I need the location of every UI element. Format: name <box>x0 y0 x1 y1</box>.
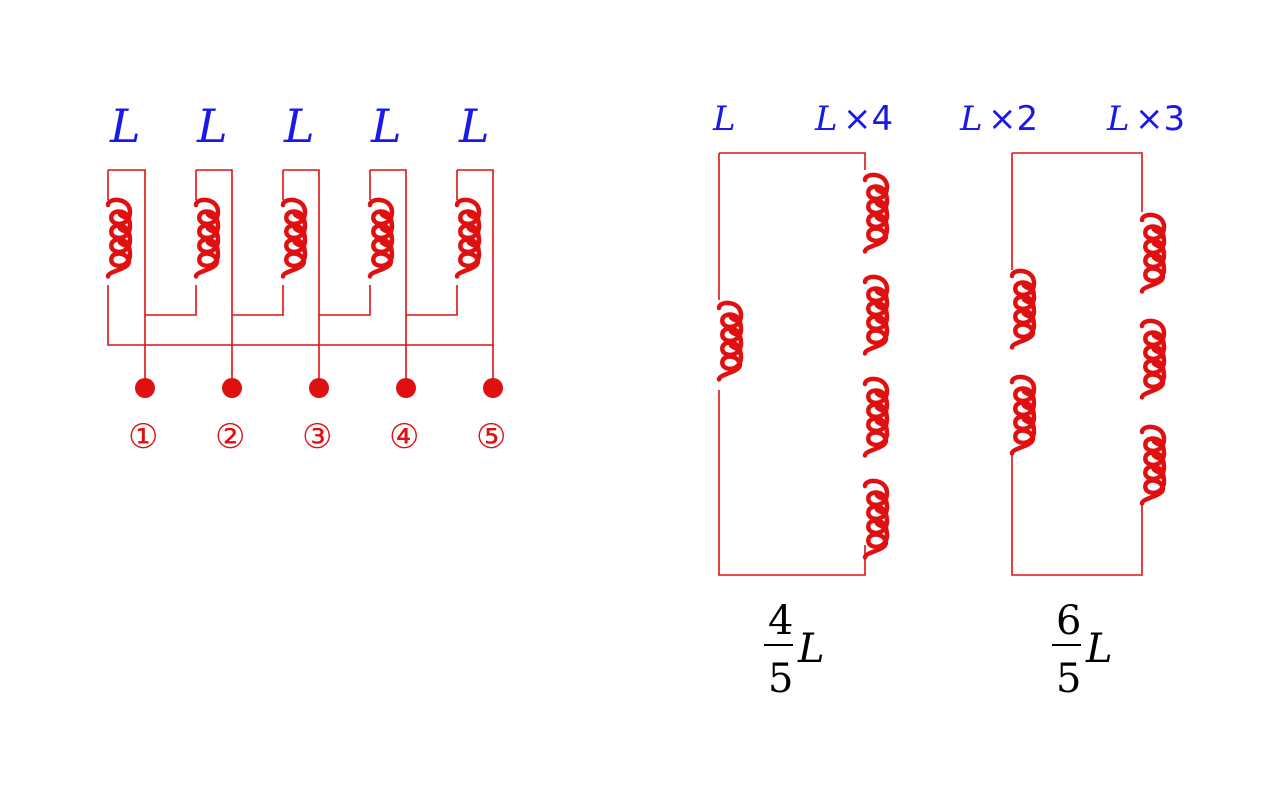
terminal-label-2: ② <box>215 417 245 457</box>
terminal-dot-4[interactable] <box>396 378 416 398</box>
parallel-circuit-a: L L ×4 4 5 L <box>712 99 893 702</box>
terminal-dot-5[interactable] <box>483 378 503 398</box>
circuit-b-branch1-var: L <box>959 99 983 139</box>
five-inductor-network: L L L L L ① ② ③ ④ ⑤ <box>105 99 506 457</box>
terminal-label-3: ③ <box>302 417 332 457</box>
circuit-a-result-numerator: 4 <box>768 598 793 644</box>
circuit-a-coil-4l-2 <box>862 274 890 356</box>
circuit-a-branch2-mult: ×4 <box>843 99 893 139</box>
circuit-a-result-denominator: 5 <box>768 656 793 702</box>
circuit-a-coil-4l-4 <box>862 478 890 560</box>
inductor-coil-5 <box>454 197 482 279</box>
inductor-coil-2 <box>193 197 221 279</box>
circuit-b-branch2-var: L <box>1106 99 1130 139</box>
circuit-b-coil-3l-2 <box>1139 318 1167 400</box>
circuit-b-wiring <box>1011 152 1143 576</box>
inductor-label-1: L <box>109 99 141 153</box>
circuit-a-result-symbol: L <box>797 626 825 672</box>
circuit-b-result-denominator: 5 <box>1056 656 1081 702</box>
terminal-dot-3[interactable] <box>309 378 329 398</box>
circuit-b-result-numerator: 6 <box>1056 598 1081 644</box>
circuit-b-result-symbol: L <box>1085 626 1113 672</box>
terminal-label-4: ④ <box>389 417 419 457</box>
circuit-a-coil-4l-3 <box>862 376 890 458</box>
left-wiring <box>107 169 494 388</box>
circuit-b-coil-2l-1 <box>1009 268 1037 350</box>
terminal-label-1: ① <box>128 417 158 457</box>
inductor-label-3: L <box>283 99 315 153</box>
inductor-label-5: L <box>458 99 490 153</box>
circuit-b-branch2-mult: ×3 <box>1135 99 1185 139</box>
circuit-b-coil-3l-1 <box>1139 212 1167 294</box>
inductor-coil-4 <box>367 197 395 279</box>
inductor-coil-1 <box>105 197 133 279</box>
parallel-circuit-b: L ×2 L ×3 6 5 L <box>959 99 1185 702</box>
inductor-coil-3 <box>280 197 308 279</box>
terminal-label-5: ⑤ <box>476 417 506 457</box>
circuit-a-branch1-label: L <box>712 99 736 139</box>
terminal-dot-1[interactable] <box>135 378 155 398</box>
circuit-a-coil-4l-1 <box>862 172 890 254</box>
circuit-a-coil-l <box>716 300 744 382</box>
circuit-b-coil-3l-3 <box>1139 424 1167 506</box>
circuit-a-wiring <box>718 152 866 576</box>
circuit-b-branch1-mult: ×2 <box>988 99 1038 139</box>
inductor-label-2: L <box>196 99 228 153</box>
terminal-dot-2[interactable] <box>222 378 242 398</box>
circuit-b-coil-2l-2 <box>1009 374 1037 456</box>
inductor-label-4: L <box>370 99 402 153</box>
circuit-a-branch2-var: L <box>814 99 838 139</box>
